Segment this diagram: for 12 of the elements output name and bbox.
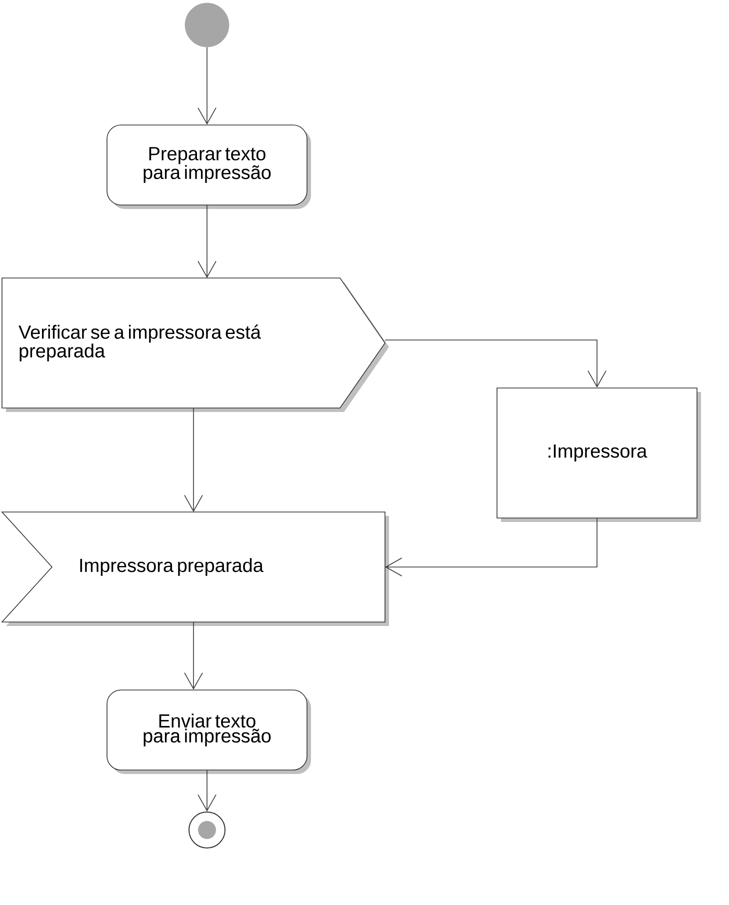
arrow	[384, 340, 606, 388]
final-node	[188, 812, 226, 848]
arrow	[385, 518, 598, 576]
arrow	[184, 622, 203, 690]
action-box: Preparar texto para impressão	[106, 124, 311, 209]
arrow	[198, 770, 216, 812]
initial-node	[184, 2, 230, 48]
arrow	[198, 46, 216, 125]
object-box: :Impressora	[496, 388, 701, 522]
arrow	[198, 205, 216, 278]
action-box: Enviar texto para impressão	[106, 690, 311, 774]
arrow	[184, 408, 203, 512]
